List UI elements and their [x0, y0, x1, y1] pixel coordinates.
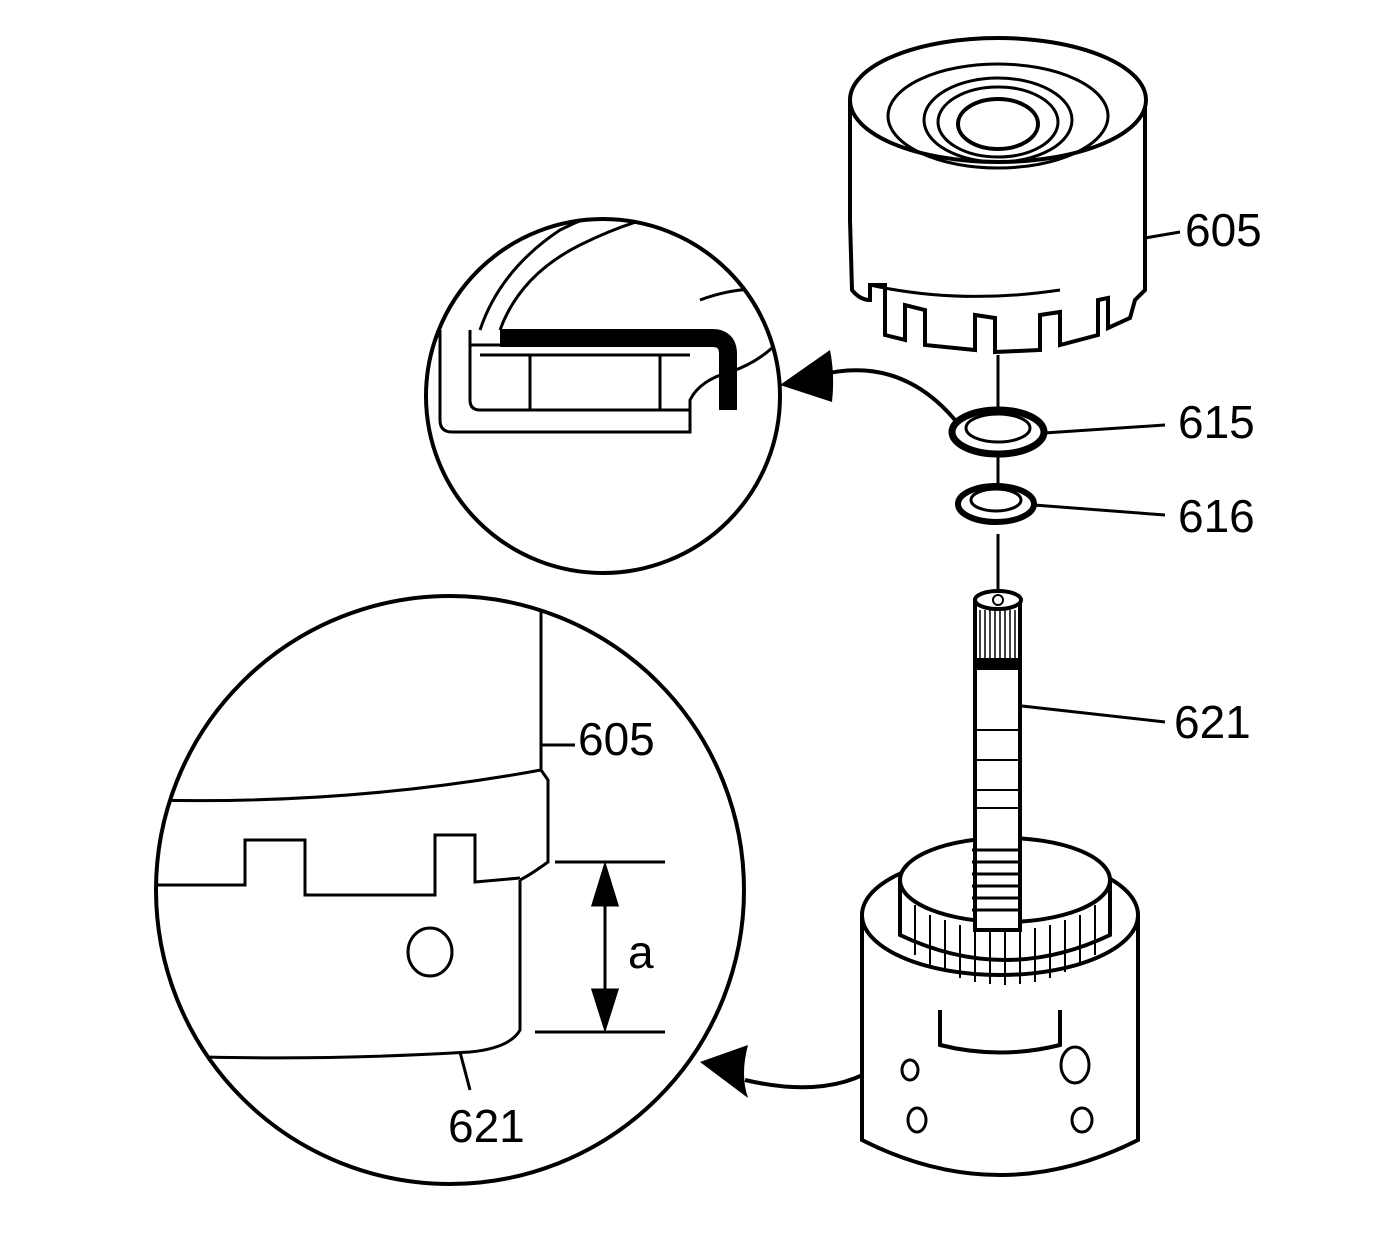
callout-615: 615: [1178, 396, 1255, 448]
shaft-621: [972, 589, 1023, 932]
leader-lines: [1021, 230, 1181, 724]
callout-621: 621: [1174, 696, 1251, 748]
callout-605: 605: [1185, 204, 1262, 256]
detail-arrow-bottom: [700, 1045, 882, 1098]
detail-circle-bottom: [154, 594, 746, 1186]
dimension-label-a: a: [628, 926, 654, 978]
callout-616: 616: [1178, 490, 1255, 542]
detail-circle-top: [424, 217, 782, 575]
ring-616: [955, 483, 1037, 525]
detail-callout-621: 621: [448, 1100, 525, 1152]
detail-arrow-top: [780, 350, 957, 422]
drum-605: [848, 36, 1148, 355]
ring-615: [948, 406, 1048, 458]
detail-callout-605: 605: [578, 713, 655, 765]
